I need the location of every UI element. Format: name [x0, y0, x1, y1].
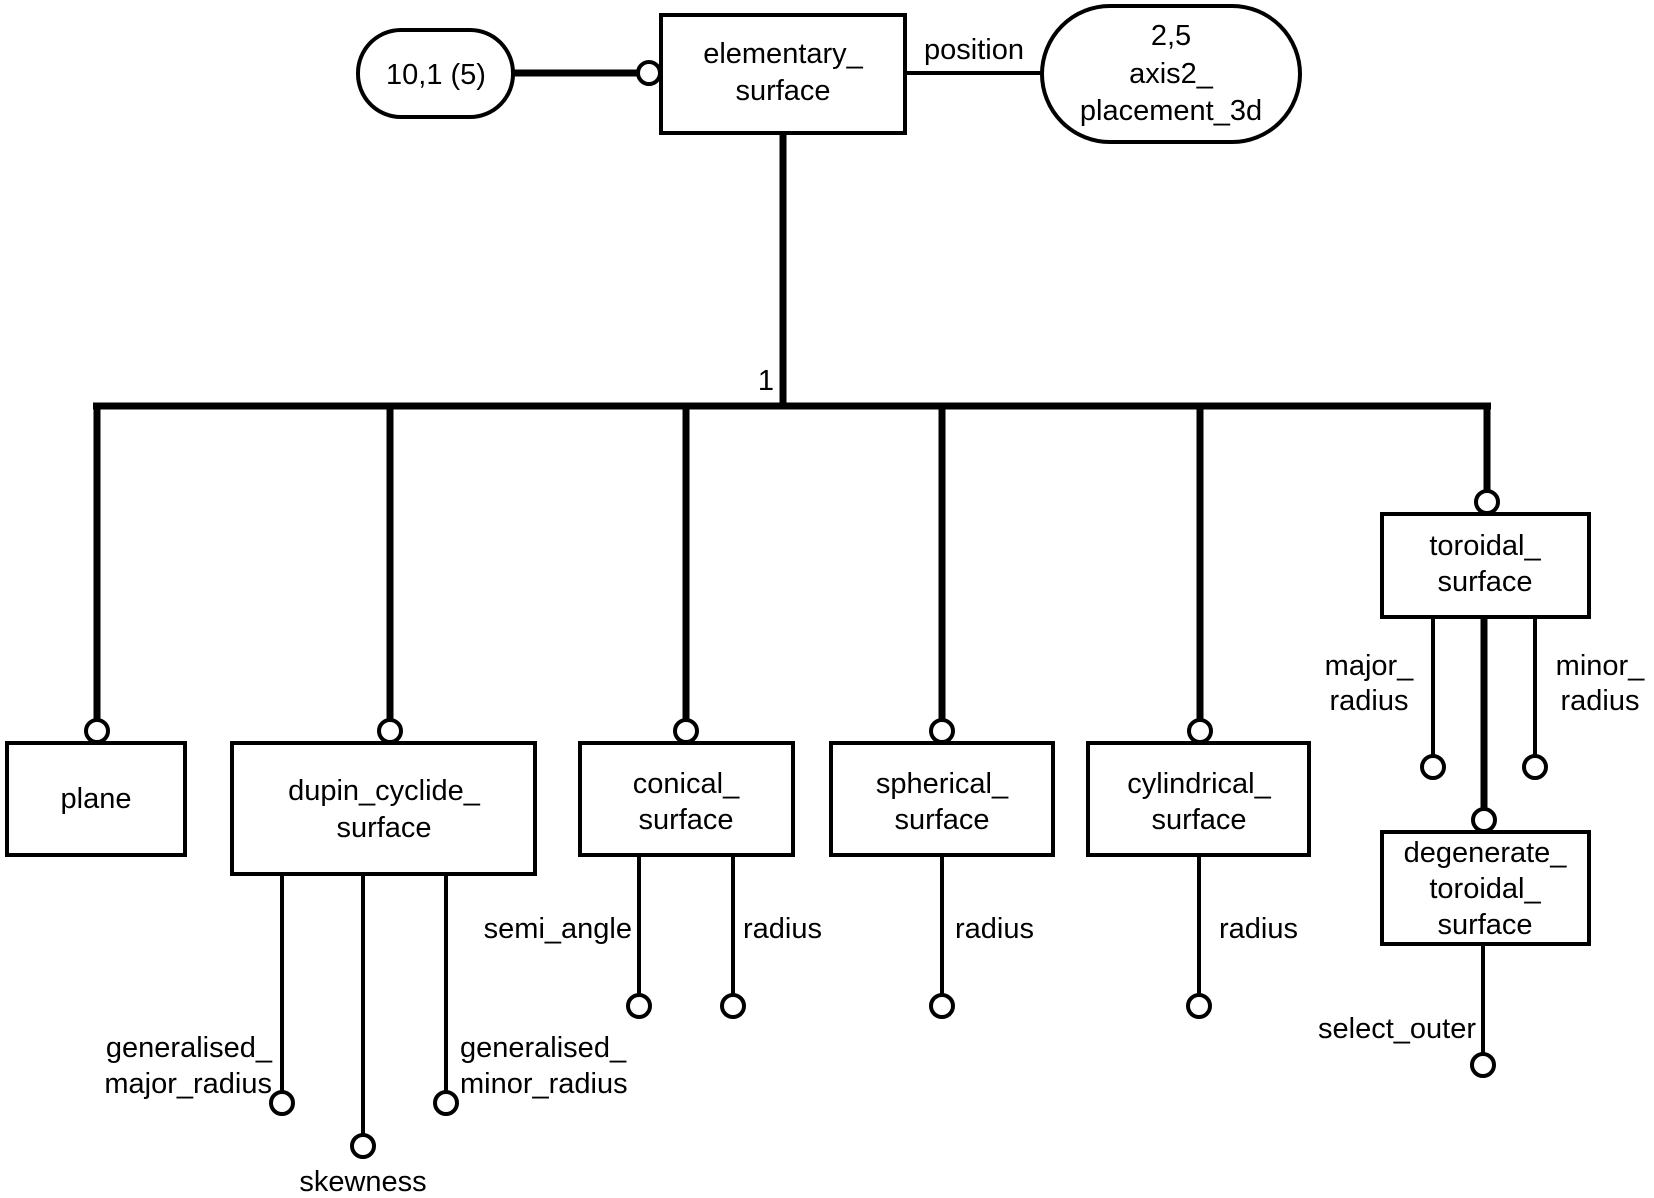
attribute-circle-icon [720, 993, 746, 1019]
entity-label: degenerate_ [1404, 837, 1568, 869]
entity-label: conical_ [633, 768, 740, 800]
entity-degenerate-toroidal-surface: degenerate_ toroidal_ surface [1380, 807, 1591, 946]
entity-box [1380, 512, 1591, 619]
attr-label-select-outer: select_outer [1318, 1013, 1476, 1045]
attr-label-semi-angle: semi_angle [484, 913, 632, 945]
entity-label: toroidal_ [1429, 873, 1541, 905]
entity-label: toroidal_ [1429, 530, 1541, 562]
entity-conical-surface: conical_ surface [578, 718, 795, 857]
entity-box [659, 13, 907, 135]
attr-label-major-radius: major_ [1325, 650, 1415, 682]
page-ref-label: 10,1 (5) [386, 59, 486, 91]
attr-label-generalised-minor-radius: minor_radius [460, 1068, 628, 1100]
attribute-circle-icon [1186, 993, 1212, 1019]
position-attribute-label: position [924, 34, 1024, 66]
subtype-circle-icon [929, 718, 955, 744]
page-ref-shape [356, 28, 515, 119]
attr-label-generalised-major-radius: major_radius [104, 1068, 272, 1100]
entity-label: dupin_cyclide_ [288, 775, 481, 807]
entity-label: surface [1437, 909, 1532, 941]
attr-label-major-radius: radius [1330, 685, 1409, 717]
subtype-circle-icon [377, 718, 403, 744]
attribute-circle-icon [929, 993, 955, 1019]
subtype-circle-icon [1187, 718, 1213, 744]
entity-label: plane [61, 783, 132, 815]
attribute-circle-icon [433, 1090, 459, 1116]
attr-label-spherical-radius: radius [955, 913, 1034, 945]
entity-box [829, 741, 1055, 857]
entity-elementary-surface: elementary_ surface [636, 13, 907, 135]
entity-box [578, 741, 795, 857]
entity-label: elementary_ [703, 38, 863, 70]
entity-label: surface [1437, 566, 1532, 598]
attribute-circle-icon [626, 993, 652, 1019]
attr-label-generalised-minor-radius: generalised_ [460, 1032, 627, 1064]
entity-cylindrical-surface: cylindrical_ surface [1086, 718, 1311, 857]
attr-label-conical-radius: radius [743, 913, 822, 945]
entity-plane: plane [5, 718, 187, 857]
attribute-labels: generalised_ major_radius skewness gener… [104, 650, 1645, 1198]
entity-box [1086, 741, 1311, 857]
subtype-circle-icon [1471, 807, 1497, 833]
attr-label-cylindrical-radius: radius [1219, 913, 1298, 945]
subtype-constraint-label: 1 [758, 365, 774, 397]
attr-label-minor-radius: minor_ [1556, 650, 1646, 682]
attribute-circle-icon [1470, 1052, 1496, 1078]
page-ref-axis2-placement-3d: 2,5 axis2_ placement_3d [1040, 4, 1302, 144]
attr-label-minor-radius: radius [1561, 685, 1640, 717]
subtype-circle-icon [1474, 489, 1500, 515]
page-ref-label: 2,5 [1151, 20, 1191, 52]
page-ref-label: axis2_ [1129, 58, 1214, 90]
entity-box [1380, 830, 1591, 946]
page-ref-shape [1040, 4, 1302, 144]
entity-label: spherical_ [876, 768, 1009, 800]
entity-toroidal-surface: toroidal_ surface [1380, 489, 1591, 619]
entity-label: surface [894, 804, 989, 836]
subtype-circle-icon [673, 718, 699, 744]
connectors [93, 69, 1537, 1135]
entity-label: cylindrical_ [1127, 768, 1271, 800]
entity-label: surface [638, 804, 733, 836]
entity-box [230, 741, 537, 876]
attribute-circle-icon [1522, 754, 1548, 780]
page-ref-label: placement_3d [1080, 95, 1262, 127]
attr-label-generalised-major-radius: generalised_ [106, 1032, 273, 1064]
entity-dupin-cyclide-surface: dupin_cyclide_ surface [230, 718, 537, 876]
attribute-circle-icon [269, 1090, 295, 1116]
page-ref-10-1: 10,1 (5) [356, 28, 515, 119]
entity-label: surface [336, 812, 431, 844]
subtype-circle-icon [84, 718, 110, 744]
entity-spherical-surface: spherical_ surface [829, 718, 1055, 857]
attr-label-skewness: skewness [299, 1166, 426, 1198]
entity-label: surface [1151, 804, 1246, 836]
attribute-circle-icon [1420, 754, 1446, 780]
attribute-circle-icon [350, 1133, 376, 1159]
inheritance-circle-icon [636, 60, 662, 86]
attribute-end-circles [269, 754, 1548, 1159]
entity-label: surface [735, 75, 830, 107]
entity-box [5, 741, 187, 857]
